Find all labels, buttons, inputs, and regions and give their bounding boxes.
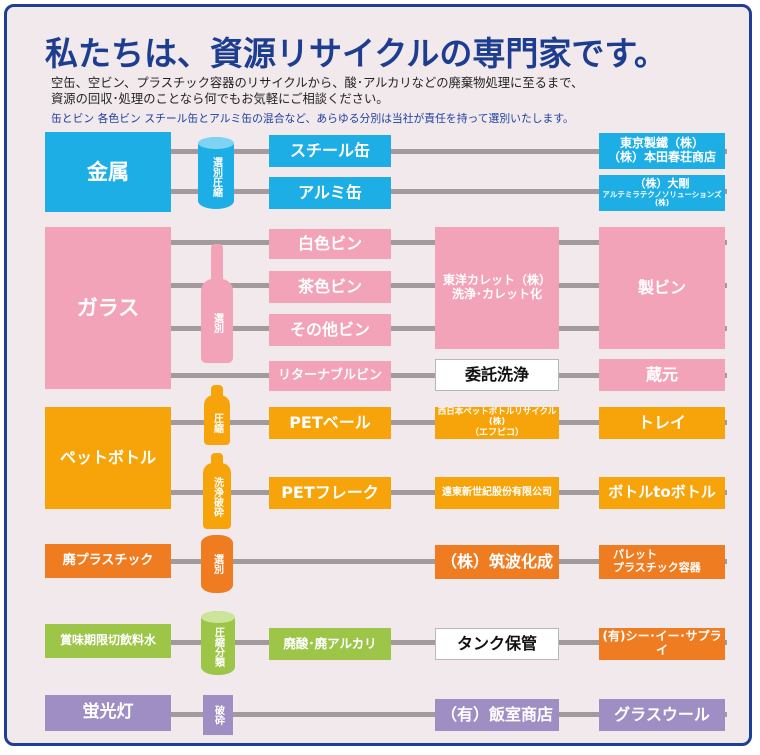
process-crush: 破砕 xyxy=(203,695,233,735)
other-bottle: その他ビン xyxy=(269,314,391,346)
category-pet: ペットボトル xyxy=(45,407,171,509)
can-icon xyxy=(198,137,234,209)
process-sort: 選別 xyxy=(211,313,223,333)
tray: トレイ xyxy=(599,407,725,439)
intro-line-1: 空缶、空ビン、プラスチック容器のリサイクルから、酸･アルカリなどの廃棄物処理に至… xyxy=(51,76,584,90)
bottle-making: 製ビン xyxy=(599,227,725,349)
acid-alkali-waste: 廃酸･廃アルカリ xyxy=(269,628,391,660)
process-sort: 選別 xyxy=(211,554,223,574)
pet-bale: PETベール xyxy=(269,407,391,439)
alu-dest-2: アルテミラテクノソリューションズ(株) xyxy=(602,189,722,208)
brown-bottle: 茶色ビン xyxy=(269,271,391,303)
cullet-company-name: 東洋カレット（株） xyxy=(442,273,551,288)
pallet-destination: パレット プラスチック容器 xyxy=(599,545,725,579)
tank-storage: タンク保管 xyxy=(435,628,559,660)
connector-line xyxy=(157,149,727,154)
glass-wool: グラスウール xyxy=(599,699,725,731)
white-bottle: 白色ビン xyxy=(269,229,391,259)
bottle-icon xyxy=(201,279,233,363)
steel-can: スチール缶 xyxy=(269,135,391,167)
category-glass: ガラス xyxy=(45,227,171,389)
cullet-process: 洗浄･カレット化 xyxy=(451,287,542,301)
far-eastern-company: 遠東新世紀股份有限公司 xyxy=(435,477,559,509)
steel-dest-1: 東京製鐵（株） xyxy=(619,136,704,151)
cullet-company: 東洋カレット（株） 洗浄･カレット化 xyxy=(435,227,559,349)
pet-recycler: 西日本ペットボトルリサイクル(株) （エフピコ） xyxy=(435,407,559,439)
connector-line xyxy=(157,189,727,194)
tsukuba-kasei: （株）筑波化成 xyxy=(435,545,559,579)
recycling-flow-diagram: 私たちは、資源リサイクルの専門家です。 空缶、空ビン、プラスチック容器のリサイク… xyxy=(4,4,752,746)
steel-dest-2: （株）本田春荘商店 xyxy=(607,150,716,164)
pet-recycler-name: 西日本ペットボトルリサイクル(株) xyxy=(437,407,557,427)
returnable-bottle: リターナブルビン xyxy=(269,361,391,391)
intro-text: 空缶、空ビン、プラスチック容器のリサイクルから、酸･アルカリなどの廃棄物処理に至… xyxy=(51,75,583,107)
sorting-note: 缶とビン 各色ビン スチール缶とアルミ缶の混合など、あらゆる分別は当社が責任を持… xyxy=(51,112,574,125)
category-expired-drinks: 賞味期限切飲料水 xyxy=(45,624,171,658)
container-icon xyxy=(201,535,233,593)
pet-bottle-icon xyxy=(204,395,230,445)
process-compress-classify: 圧縮分類 xyxy=(212,627,224,667)
process-sort-compress: 選別圧縮 xyxy=(210,157,222,197)
iimuro-shoten: （有）飯室商店 xyxy=(435,699,559,731)
brewery: 蔵元 xyxy=(599,359,725,391)
process-compress: 圧縮 xyxy=(211,413,223,433)
intro-line-2: 資源の回収･処理のことなら何でもお気軽にご相談ください。 xyxy=(51,92,389,106)
aluminum-can: アルミ缶 xyxy=(269,177,391,209)
category-waste-plastic: 廃プラスチック xyxy=(45,544,171,578)
process-wash-crush: 洗浄破砕 xyxy=(211,477,223,517)
can-top-icon xyxy=(198,137,234,149)
pet-recycler-sub: （エフピコ） xyxy=(469,427,524,438)
pet-flake: PETフレーク xyxy=(269,477,391,509)
alu-dest-1: （株）大剛 xyxy=(634,177,690,191)
aluminum-destination: （株）大剛 アルテミラテクノソリューションズ(株) xyxy=(599,175,725,211)
bottle-neck-icon xyxy=(211,244,223,284)
steel-destination: 東京製鐵（株） （株）本田春荘商店 xyxy=(599,133,725,169)
plastic-dest-2: プラスチック容器 xyxy=(613,561,701,574)
ce-supply: (有)シー･イー･サプライ xyxy=(599,628,725,660)
category-fluorescent-lamp: 蛍光灯 xyxy=(45,695,171,731)
pet-bottle-icon xyxy=(203,463,231,529)
category-metal: 金属 xyxy=(45,132,171,212)
consigned-washing: 委託洗浄 xyxy=(435,359,559,391)
bottle-to-bottle: ボトルtoボトル xyxy=(599,477,725,509)
can-top-icon xyxy=(201,611,235,623)
plastic-dest-1: パレット xyxy=(613,548,657,562)
page-title: 私たちは、資源リサイクルの専門家です。 xyxy=(45,34,668,73)
